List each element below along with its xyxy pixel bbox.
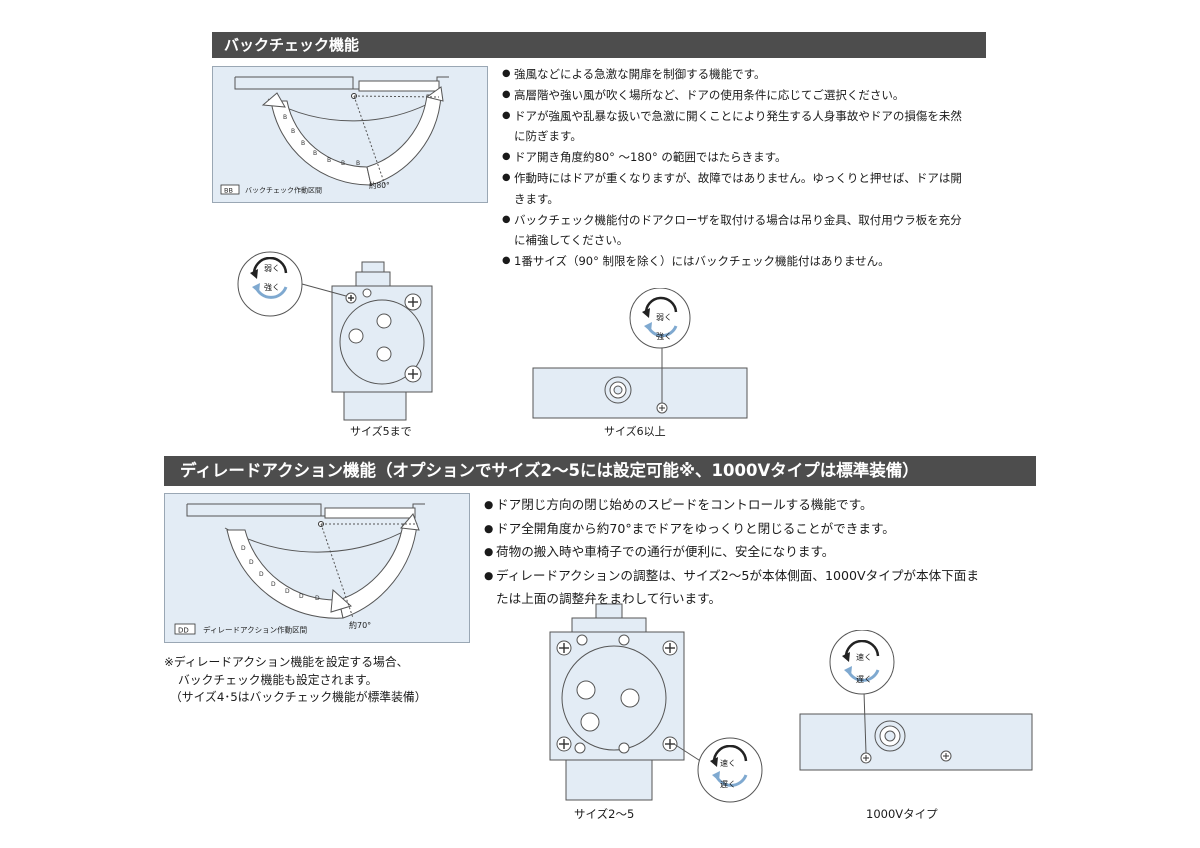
svg-text:D: D — [271, 581, 276, 588]
type-1000v-dial-fast-label: 速く — [856, 653, 872, 662]
list-item: 作動時にはドアが重くなりますが、故障ではありません。ゆっくりと押せば、ドアは開き… — [502, 168, 972, 210]
list-item: ディレードアクションの調整は、サイズ2～5が本体側面、1000Vタイプが本体下面… — [484, 564, 984, 611]
list-item: 荷物の搬入時や車椅子での通行が便利に、安全になります。 — [484, 540, 984, 564]
list-item: 強風などによる急激な開扉を制御する機能です。 — [502, 64, 972, 85]
back-check-legend-code: BB — [224, 187, 233, 195]
size6-adjust-dial — [638, 296, 684, 342]
svg-text:B: B — [327, 157, 331, 164]
size6-closer-illustration — [530, 287, 750, 420]
type-1000v-closer-illustration — [796, 629, 1036, 774]
delayed-action-angle-label: 約70° — [349, 620, 371, 630]
svg-text:B: B — [356, 160, 360, 167]
size5-closer-illustration — [236, 248, 436, 422]
size2-5-closer-illustration — [546, 602, 766, 804]
size2-5-caption: サイズ2～5 — [574, 807, 635, 821]
list-item: ドア閉じ方向の閉じ始めのスピードをコントロールする機能です。 — [484, 493, 984, 517]
size5-dial-strong-label: 強く — [264, 283, 280, 292]
type-1000v-caption: 1000Vタイプ — [866, 807, 938, 821]
size5-adjust-dial — [246, 256, 294, 305]
svg-text:D: D — [241, 545, 246, 552]
size6-dial-weak-label: 弱く — [656, 313, 672, 322]
list-item: ドア全開角度から約70°までドアをゆっくりと閉じることができます。 — [484, 517, 984, 541]
delayed-action-bullet-list: ドア閉じ方向の閉じ始めのスピードをコントロールする機能です。 ドア全開角度から約… — [484, 493, 984, 611]
list-item: バックチェック機能付のドアクローザを取付ける場合は吊り金具、取付用ウラ板を充分に… — [502, 210, 972, 252]
size2-5-adjust-dial — [706, 744, 754, 793]
svg-text:D: D — [299, 593, 304, 600]
footnote-line: ※ディレードアクション機能を設定する場合、 — [164, 655, 409, 669]
back-check-bullet-list: 強風などによる急激な開扉を制御する機能です。 高層階や強い風が吹く場所など、ドア… — [502, 64, 972, 272]
list-item: ドア開き角度約80° ～180° の範囲ではたらきます。 — [502, 147, 972, 168]
delayed-action-legend-text: ディレードアクション作動区間 — [203, 625, 307, 635]
type-1000v-dial-slow-label: 遅く — [856, 675, 872, 684]
size6-caption: サイズ6以上 — [604, 425, 666, 438]
svg-text:D: D — [285, 588, 290, 595]
size5-dial-weak-label: 弱く — [264, 264, 280, 273]
list-item: 高層階や強い風が吹く場所など、ドアの使用条件に応じてご選択ください。 — [502, 85, 972, 106]
list-item: 1番サイズ（90° 制限を除く）にはバックチェック機能付はありません。 — [502, 251, 972, 272]
size5-caption: サイズ5まで — [350, 425, 412, 438]
footnote-line: バックチェック機能も設定されます。 — [178, 672, 378, 687]
svg-text:D: D — [315, 595, 320, 602]
size2-5-dial-fast-label: 速く — [720, 759, 736, 768]
type-1000v-adjust-dial — [838, 639, 886, 688]
delayed-action-legend-code: DD — [178, 627, 189, 635]
delayed-action-footnote: ※ディレードアクション機能を設定する場合、 バックチェック機能も設定されます。 … — [164, 654, 427, 707]
footnote-line: （サイズ4･5はバックチェック機能が標準装備） — [170, 690, 427, 704]
list-item: ドアが強風や乱暴な扱いで急激に開くことにより発生する人身事故やドアの損傷を未然に… — [502, 106, 972, 148]
svg-text:B: B — [291, 128, 295, 135]
svg-text:D: D — [249, 559, 254, 566]
svg-text:B: B — [341, 160, 345, 167]
back-check-angle-label: 約80° — [369, 180, 390, 190]
svg-text:B: B — [283, 114, 287, 121]
back-check-heading: バックチェック機能 — [212, 32, 986, 58]
svg-text:D: D — [259, 571, 264, 578]
svg-text:B: B — [313, 150, 317, 157]
back-check-legend-text: バックチェック作動区間 — [245, 186, 322, 195]
size6-dial-strong-label: 強く — [656, 332, 672, 341]
size2-5-dial-slow-label: 遅く — [720, 780, 736, 789]
delayed-action-heading: ディレードアクション機能（オプションでサイズ2～5には設定可能※、1000Vタイ… — [164, 456, 1036, 486]
svg-text:B: B — [301, 140, 305, 147]
